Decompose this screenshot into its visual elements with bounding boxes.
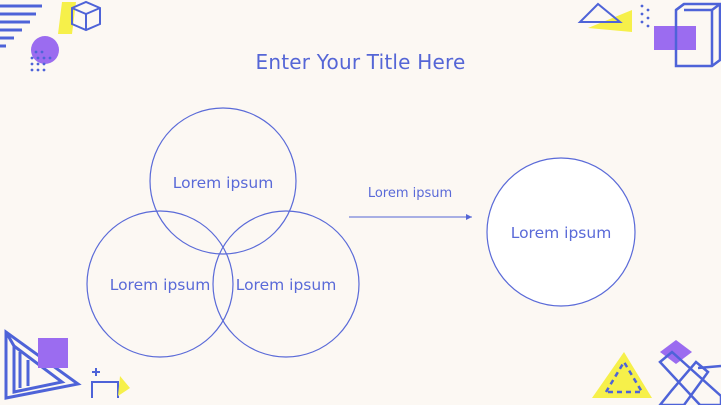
- dot-grid-shape: [30, 50, 52, 72]
- stripes-shape: [0, 4, 42, 48]
- x-outline-shape: [658, 350, 721, 405]
- slide-title: Enter Your Title Here: [255, 50, 466, 74]
- venn-circle-left: [86, 210, 234, 358]
- cube-outline-shape: [71, 0, 101, 32]
- venn-circle-top: [149, 107, 297, 255]
- small-steps-shape: [91, 368, 119, 398]
- bottom-purple-diamond-shape: [660, 340, 692, 364]
- result-circle: [486, 157, 636, 307]
- venn-circle-top-label: Lorem ipsum: [173, 174, 274, 192]
- result-circle-label: Lorem ipsum: [511, 224, 612, 242]
- dot-column-shape: [640, 4, 650, 28]
- purple-square-shape: [38, 338, 68, 368]
- bottom-yellow-triangle-shape: [592, 352, 652, 398]
- triangle-outline-shape: [577, 2, 623, 23]
- small-yellow-triangle-shape: [118, 376, 130, 396]
- arrow-label: Lorem ipsum: [368, 186, 452, 201]
- venn-circle-left-label: Lorem ipsum: [110, 276, 211, 294]
- venn-circle-right-label: Lorem ipsum: [236, 276, 337, 294]
- box-outline-shape: [674, 2, 721, 68]
- venn-circle-right: [212, 210, 360, 358]
